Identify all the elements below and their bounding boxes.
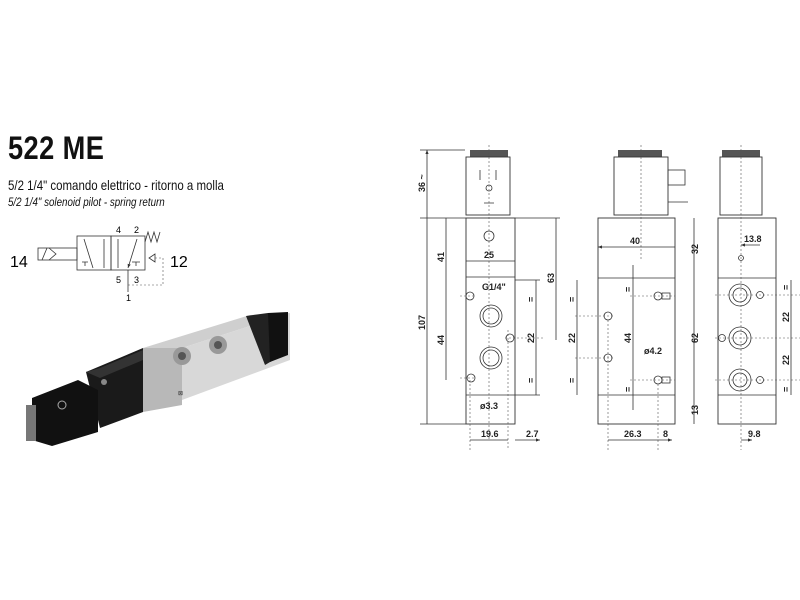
dim-equal: = — [567, 378, 577, 383]
dim-36: 36 ~ — [417, 174, 427, 192]
valve-body — [465, 217, 516, 425]
dim-44: 44 — [623, 333, 633, 343]
valve-body — [717, 217, 777, 425]
dim-equal: = — [781, 387, 791, 392]
dim-22: 22 — [781, 312, 791, 322]
hole-diameter-label: ø4.2 — [644, 346, 662, 356]
dim-equal: = — [781, 285, 791, 290]
dim-63: 63 — [546, 273, 556, 283]
dim-13: 13 — [690, 405, 700, 415]
dim-equal: = — [526, 378, 536, 383]
dim-32: 32 — [690, 244, 700, 254]
hole-diameter-label: ø3.3 — [480, 401, 498, 411]
solenoid-icon — [37, 247, 78, 261]
subtitle-english: 5/2 1/4" solenoid pilot - spring return — [8, 197, 165, 209]
dim-22: 22 — [526, 333, 536, 343]
dim-9-8: 9.8 — [748, 429, 761, 439]
dim-equal: = — [623, 287, 633, 292]
dim-41: 41 — [436, 252, 446, 262]
port-4-label: 4 — [116, 225, 121, 235]
port-2-label: 2 — [134, 225, 139, 235]
port-3-label: 3 — [134, 275, 139, 285]
dim-equal: = — [526, 297, 536, 302]
dim-8: 8 — [663, 429, 668, 439]
valve-symbol: 14 12 4 2 5 3 1 — [10, 225, 188, 303]
dim-26-3: 26.3 — [624, 429, 642, 439]
dim-13-8: 13.8 — [744, 234, 762, 244]
dim-107: 107 — [417, 315, 427, 330]
product-title: 522 ME — [8, 130, 105, 166]
dim-22: 22 — [567, 333, 577, 343]
dim-25: 25 — [484, 250, 494, 260]
dim-equal: = — [567, 297, 577, 302]
end-view-drawing: 13.8 22 22 = = 9.8 — [715, 145, 800, 450]
dim-44: 44 — [436, 335, 446, 345]
svg-text:⊠: ⊠ — [178, 391, 183, 397]
port-1-label: 1 — [126, 293, 131, 303]
subtitle-italian: 5/2 1/4" comando elettrico - ritorno a m… — [8, 177, 224, 193]
port-12-label: 12 — [170, 254, 188, 271]
product-photo: ⊠ — [26, 312, 290, 446]
valve-body — [597, 217, 676, 425]
thread-label: G1/4" — [482, 282, 506, 292]
dim-40: 40 — [630, 236, 640, 246]
spring-icon — [144, 230, 161, 244]
dim-19-6: 19.6 — [481, 429, 499, 439]
dim-equal: = — [623, 387, 633, 392]
connector-plug — [667, 169, 686, 186]
solenoid-coil — [465, 156, 511, 216]
dim-2-7: 2.7 — [526, 429, 539, 439]
front-view-drawing: 36 ~ 107 41 44 63 22 = = 25 G1/4" ø3.3 1… — [417, 145, 560, 450]
port-14-label: 14 — [10, 254, 28, 271]
side-view-drawing: 40 32 62 13 22 = = 44 = = ø4.2 26.3 8 — [567, 145, 700, 450]
dim-22: 22 — [781, 355, 791, 365]
dim-62: 62 — [690, 333, 700, 343]
port-5-label: 5 — [116, 275, 121, 285]
